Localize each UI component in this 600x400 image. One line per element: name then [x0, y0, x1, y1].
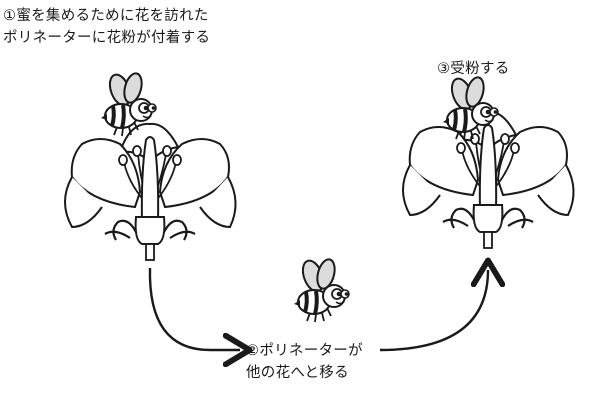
step-3-caption: ③受粉する: [437, 58, 510, 80]
step-2-caption: ②ポリネーターが 他の花へと移る: [246, 340, 363, 384]
step-3-line-1: ③受粉する: [437, 61, 510, 77]
flower-icon: [401, 110, 575, 250]
step-2-line-2: 他の花へと移る: [246, 365, 349, 381]
step-1-line-1: ①蜜を集めるために花を訪れた: [3, 8, 209, 24]
step-1-caption: ①蜜を集めるために花を訪れた ポリネーターに花粉が付着する: [3, 5, 210, 49]
flower-icon: [63, 122, 237, 262]
step-2-line-1: ②ポリネーターが: [246, 343, 363, 359]
arrow-to-pollinator: [148, 267, 240, 350]
arrow-to-flower: [379, 270, 488, 352]
step-1-line-2: ポリネーターに花粉が付着する: [3, 30, 211, 46]
bee-icon: [292, 255, 351, 324]
